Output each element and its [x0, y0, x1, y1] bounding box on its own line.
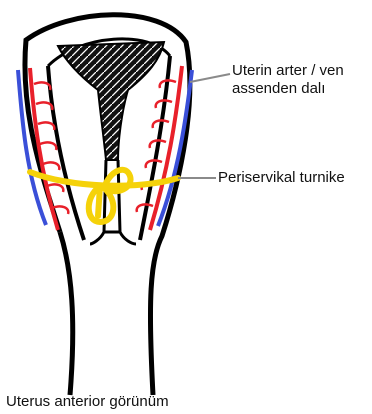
right-uterine-vein: [158, 70, 192, 226]
endometrial-cavity: [58, 42, 164, 160]
artery-leader-line: [190, 74, 230, 82]
uterine-artery-label-line2: assenden dalı: [232, 80, 344, 98]
uterine-artery-label-line1: Uterin arter / ven: [232, 62, 344, 80]
tourniquet-label: Periservikal turnike: [218, 169, 345, 187]
figure-caption: Uterus anterior görünüm: [6, 393, 169, 411]
uterine-artery-label: Uterin arter / ven assenden dalı: [232, 62, 344, 98]
cervix-left-outline: [60, 232, 73, 395]
